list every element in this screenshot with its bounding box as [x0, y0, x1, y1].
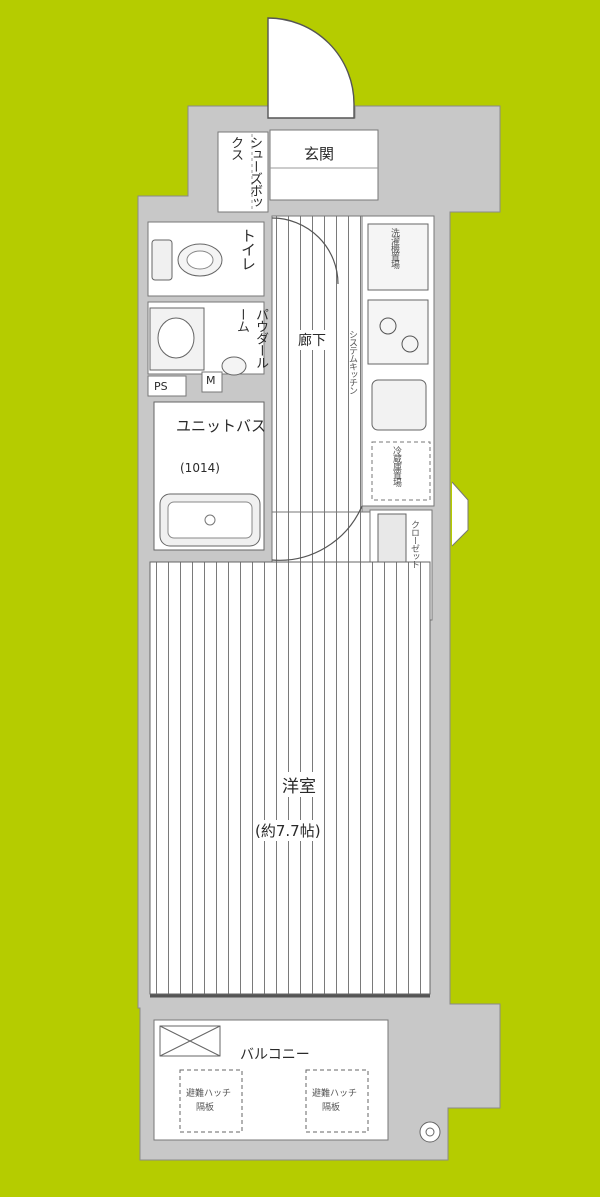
western-room-size-label: (約7.7帖): [255, 820, 321, 841]
entrance-floor: [269, 129, 379, 201]
closet-label: クローゼット: [409, 520, 419, 568]
shoe-box-label: シューズボックス: [228, 136, 262, 208]
drain-icon: [419, 1121, 441, 1143]
ps-label: PS: [154, 380, 168, 393]
fridge-space: [371, 441, 431, 501]
burner-2-icon: [401, 335, 419, 353]
kitchen-label: システムキッチン: [347, 330, 357, 394]
washer-label: 洗濯機置場: [389, 228, 399, 268]
side-window-bracket: [451, 481, 469, 547]
corridor-label: 廊下: [298, 330, 326, 350]
kitchen-sink: [371, 379, 427, 431]
drain-inner-icon: [425, 1127, 435, 1137]
toilet-label: トイレ: [239, 228, 257, 270]
room-door-swing: [271, 505, 363, 561]
outdoor-unit: [159, 1025, 221, 1057]
outdoor-unit-cross-b: [159, 1025, 221, 1057]
vanity-sink: [157, 317, 195, 359]
toilet-tank: [151, 239, 173, 281]
balcony-floor: [153, 1019, 389, 1141]
balcony-label: バルコニー: [240, 1047, 310, 1063]
hatch-1-box: [179, 1069, 243, 1133]
hatch-2-label: 避難ハッチ: [312, 1089, 358, 1099]
bath-drain-icon: [204, 514, 216, 526]
entrance-label: 玄関: [304, 145, 335, 163]
stove: [367, 299, 429, 365]
entrance-door-swing: [267, 17, 355, 119]
corridor-floor: [271, 215, 363, 513]
ps-box: [147, 375, 187, 397]
m-box: [201, 371, 223, 393]
unit-bath-size-label: (1014): [180, 461, 220, 475]
toilet-seat: [186, 250, 214, 270]
corridor-door-swing: [271, 217, 339, 285]
hatch-1-sub-label: 隔板: [196, 1103, 215, 1113]
hatch-1-label: 避難ハッチ: [186, 1089, 232, 1099]
shoe-box: [217, 131, 269, 213]
powder-room-label: パウダールーム: [234, 308, 268, 368]
m-label: M: [206, 374, 216, 387]
fridge-label: 冷蔵庫置場: [391, 446, 401, 486]
powder-toilet: [221, 356, 247, 376]
hatch-2-box: [305, 1069, 369, 1133]
unit-bath-label: ユニットバス: [176, 417, 267, 435]
western-room-label: 洋室: [282, 772, 316, 797]
bathtub-inner: [167, 501, 253, 539]
hatch-2-sub-label: 隔板: [322, 1103, 341, 1113]
burner-1-icon: [379, 317, 397, 335]
washer-space: [367, 223, 429, 291]
